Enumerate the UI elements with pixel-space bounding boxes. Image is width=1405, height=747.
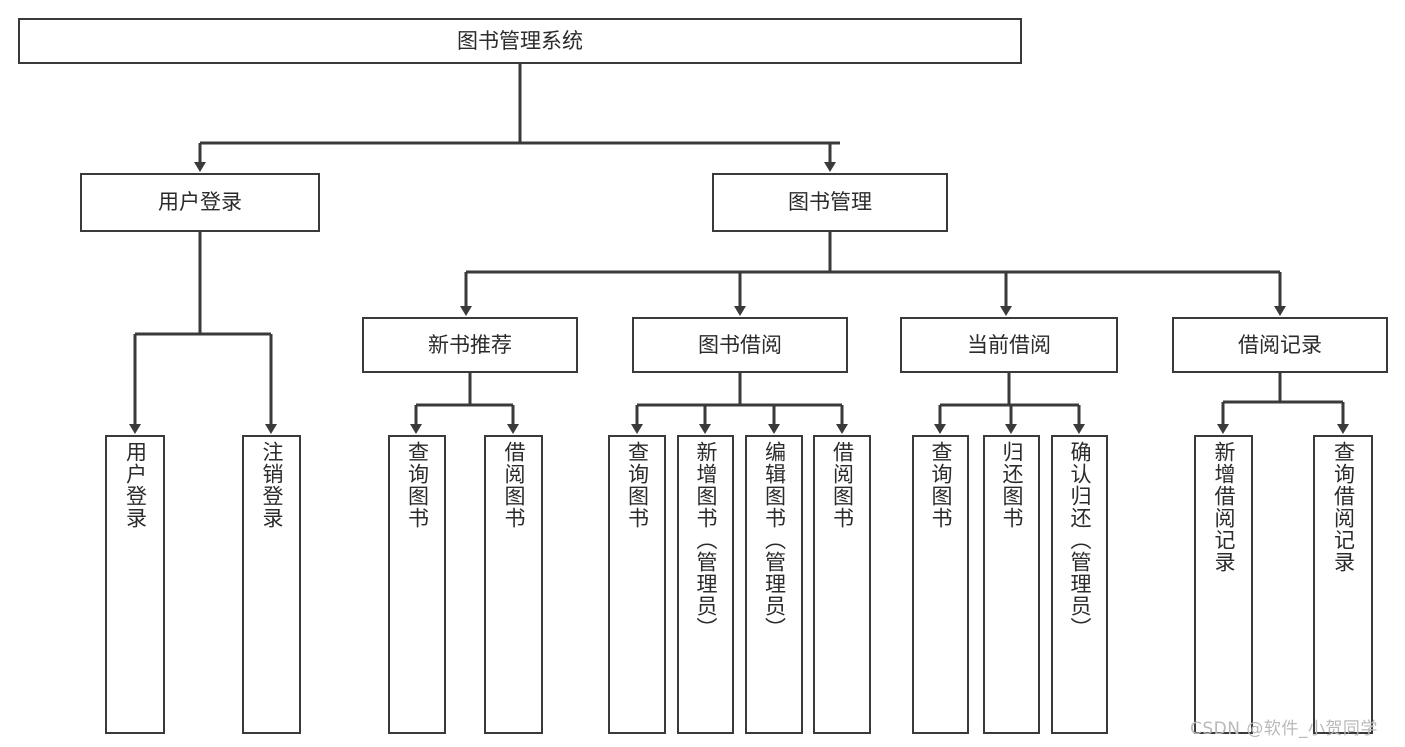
leaf-add-borrow-record[interactable]: 新增借阅记录 [1194,435,1253,734]
node-borrow-record-label: 借阅记录 [1238,332,1322,357]
node-root-label: 图书管理系统 [457,28,583,53]
leaf-logout[interactable]: 注销登录 [242,435,301,734]
leaf-query-book-borrow[interactable]: 查询图书 [608,435,666,734]
leaf-query-borrow-record-label: 查询借阅记录 [1331,441,1356,573]
leaf-edit-book-admin-label: 编辑图书（管理员） [762,441,787,639]
leaf-query-book-current-label: 查询图书 [929,441,953,529]
leaf-borrow-book-label: 借阅图书 [830,441,855,529]
node-user-login-label: 用户登录 [158,190,242,215]
leaf-return-book[interactable]: 归还图书 [983,435,1040,734]
leaf-edit-book-admin[interactable]: 编辑图书（管理员） [745,435,803,734]
node-root[interactable]: 图书管理系统 [18,18,1022,64]
leaf-query-borrow-record[interactable]: 查询借阅记录 [1313,435,1373,734]
leaf-query-book-newbook-label: 查询图书 [405,441,430,529]
leaf-borrow-book-newbook[interactable]: 借阅图书 [484,435,543,734]
node-book-borrow[interactable]: 图书借阅 [632,317,848,373]
leaf-borrow-book[interactable]: 借阅图书 [813,435,871,734]
leaf-user-login[interactable]: 用户登录 [105,435,165,734]
node-book-management[interactable]: 图书管理 [712,173,948,232]
node-book-management-label: 图书管理 [788,190,872,215]
leaf-query-book-newbook[interactable]: 查询图书 [388,435,446,734]
node-borrow-record[interactable]: 借阅记录 [1172,317,1388,373]
leaf-borrow-book-newbook-label: 借阅图书 [502,441,526,529]
leaf-logout-label: 注销登录 [260,441,284,529]
node-user-login[interactable]: 用户登录 [80,173,320,232]
leaf-query-book-borrow-label: 查询图书 [625,441,650,529]
leaf-query-book-current[interactable]: 查询图书 [912,435,969,734]
node-current-borrow[interactable]: 当前借阅 [900,317,1118,373]
node-book-borrow-label: 图书借阅 [698,332,782,357]
leaf-confirm-return-admin-label: 确认归还（管理员） [1068,441,1092,639]
leaf-return-book-label: 归还图书 [1000,441,1024,529]
leaf-add-book-admin[interactable]: 新增图书（管理员） [677,435,734,734]
leaf-user-login-label: 用户登录 [123,441,148,529]
leaf-add-borrow-record-label: 新增借阅记录 [1212,441,1236,573]
node-current-borrow-label: 当前借阅 [967,332,1051,357]
leaf-add-book-admin-label: 新增图书（管理员） [694,441,718,639]
node-new-book-recommend[interactable]: 新书推荐 [362,317,578,373]
node-new-book-recommend-label: 新书推荐 [428,332,512,357]
leaf-confirm-return-admin[interactable]: 确认归还（管理员） [1051,435,1108,734]
csdn-watermark: CSDN @软件_小贺同学 [1190,719,1378,739]
